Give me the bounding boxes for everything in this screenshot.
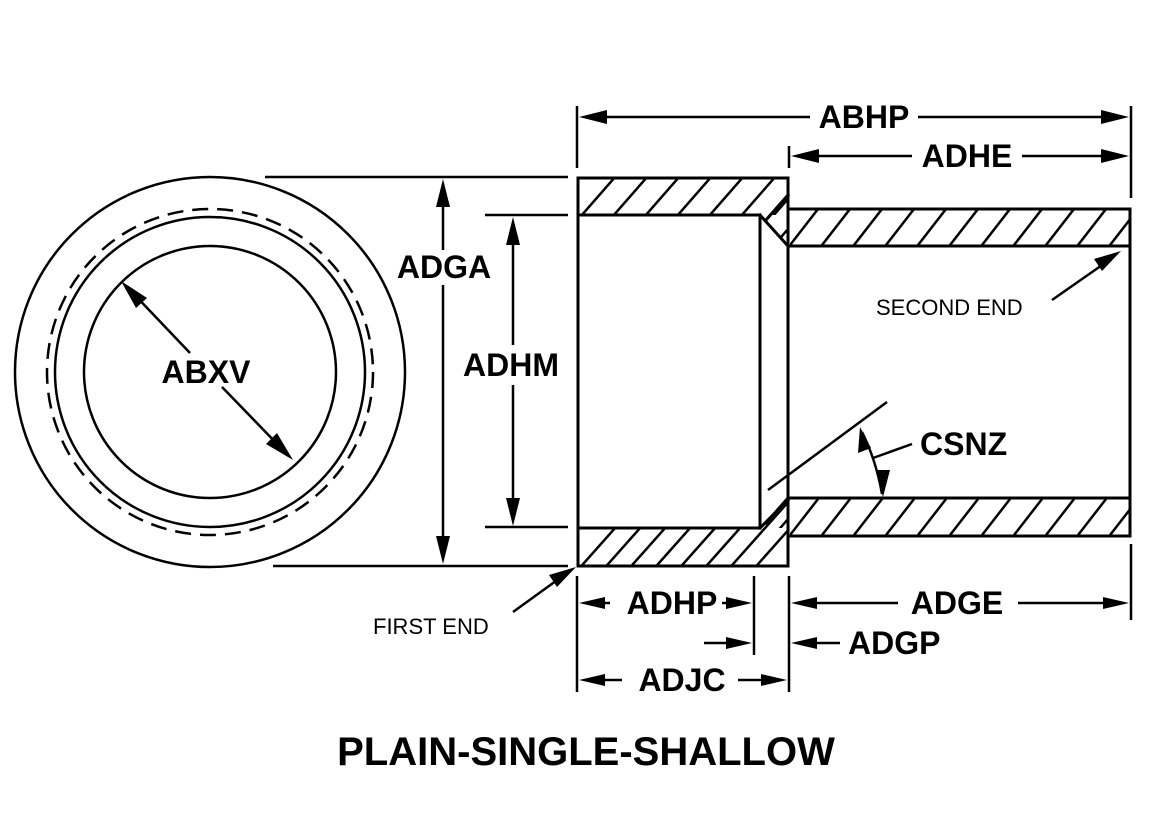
abhp-arrow-left bbox=[579, 110, 607, 124]
adjc-dimension: ADJC bbox=[579, 662, 787, 698]
second-end-note: SECOND END bbox=[876, 251, 1121, 320]
csnz-arrow-bottom bbox=[876, 470, 890, 497]
first-end-note: FIRST END bbox=[373, 567, 576, 639]
adga-dimension: ADGA bbox=[397, 179, 491, 564]
adhm-dimension: ADHM bbox=[463, 217, 559, 526]
adhm-arrow-top bbox=[506, 217, 520, 245]
section-view bbox=[576, 176, 1132, 568]
bore-circle bbox=[53, 215, 367, 529]
adhm-label: ADHM bbox=[463, 347, 559, 383]
csnz-label: CSNZ bbox=[920, 426, 1007, 462]
adhp-arrow-left bbox=[579, 597, 605, 609]
adge-arrow-left bbox=[791, 597, 817, 609]
csnz-leader bbox=[872, 442, 913, 460]
csnz-dimension: CSNZ bbox=[767, 400, 1007, 497]
adhe-arrow-right bbox=[1101, 149, 1129, 163]
adge-dimension: ADGE bbox=[791, 585, 1129, 621]
inner-circle bbox=[82, 244, 338, 500]
adjc-arrow-right bbox=[761, 674, 787, 686]
adjc-label: ADJC bbox=[638, 662, 725, 698]
dashed-circle bbox=[45, 207, 375, 537]
abxv-label: ABXV bbox=[162, 354, 252, 390]
abhp-dimension: ABHP bbox=[579, 99, 1129, 135]
adjc-arrow-left bbox=[579, 674, 605, 686]
second-end-arrowhead bbox=[1094, 251, 1121, 271]
abhp-label: ABHP bbox=[819, 99, 910, 135]
adgp-label: ADGP bbox=[848, 625, 940, 661]
hatch-first-bottom bbox=[578, 502, 788, 566]
adga-arrow-top bbox=[436, 179, 450, 207]
csnz-angle-line bbox=[767, 400, 888, 492]
adgp-dimension: ADGP bbox=[704, 625, 940, 661]
adge-arrow-right bbox=[1103, 597, 1129, 609]
abxv-arrowhead-lower bbox=[266, 433, 293, 460]
first-end-arrowhead bbox=[549, 567, 576, 587]
adhp-arrow-right bbox=[726, 597, 752, 609]
adga-label: ADGA bbox=[397, 249, 491, 285]
csnz-arrow-top bbox=[858, 427, 871, 453]
adhe-arrow-left bbox=[791, 149, 819, 163]
hatch-second-bottom bbox=[790, 498, 1130, 536]
adgp-arrow-right bbox=[791, 637, 817, 649]
diagram-title: PLAIN-SINGLE-SHALLOW bbox=[337, 730, 835, 774]
adhp-dimension: ADHP bbox=[579, 585, 752, 621]
abhp-arrow-right bbox=[1101, 110, 1129, 124]
adhe-label: ADHE bbox=[922, 138, 1013, 174]
section-outline bbox=[576, 176, 1132, 568]
adgp-arrow-left bbox=[726, 637, 752, 649]
adhm-arrow-bottom bbox=[506, 498, 520, 526]
end-view: ABXV bbox=[13, 175, 407, 569]
abxv-arrowhead-upper bbox=[121, 281, 147, 308]
adhp-label: ADHP bbox=[627, 585, 718, 621]
second-end-label: SECOND END bbox=[876, 295, 1023, 320]
adge-label: ADGE bbox=[911, 585, 1003, 621]
adga-arrow-bottom bbox=[436, 536, 450, 564]
first-end-label: FIRST END bbox=[373, 614, 489, 639]
outer-circle bbox=[13, 175, 407, 569]
adhe-dimension: ADHE bbox=[791, 138, 1129, 174]
